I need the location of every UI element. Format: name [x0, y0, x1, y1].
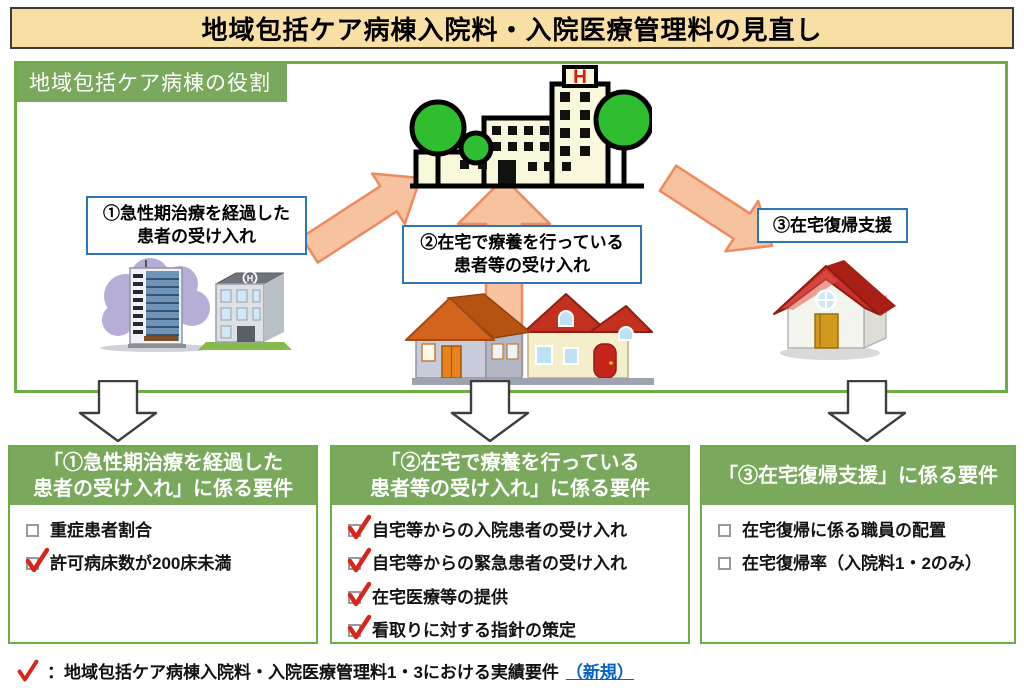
footnote-new-link[interactable]: （新規）	[565, 663, 634, 682]
checkbox-icon	[718, 524, 731, 537]
svg-text:H: H	[573, 67, 587, 88]
requirements-box-home-care-patients: 「②在宅で療養を行っている 患者等の受け入れ」に係る要件 自宅等からの入院患者の…	[330, 445, 690, 644]
checkbox-icon	[347, 581, 372, 606]
requirement-item: 許可病床数が200床未満	[25, 548, 308, 574]
requirement-item-label: 自宅等からの入院患者の受け入れ	[372, 521, 627, 540]
page-title: 地域包括ケア病棟入院料・入院医療管理料の見直し	[10, 7, 1014, 49]
footnote-text: ：地域包括ケア病棟入院料・入院医療管理料1・3における実績要件	[47, 663, 559, 682]
patient-homes-icon	[405, 293, 654, 385]
requirements-box-acute-patients: 「①急性期治療を経過した 患者の受け入れ」に係る要件 重症患者割合 許可病床数が…	[8, 445, 318, 644]
requirement-item: 自宅等からの入院患者の受け入れ	[347, 514, 680, 541]
checkbox-icon	[718, 557, 731, 571]
checkbox-icon	[347, 514, 372, 540]
hospital-icon: H	[409, 65, 652, 189]
requirements-list: 重症患者割合 許可病床数が200床未満	[10, 505, 316, 575]
down-arrow-icon	[450, 380, 530, 442]
red-check-icon	[347, 514, 372, 540]
page-title-text: 地域包括ケア病棟入院料・入院医療管理料の見直し	[201, 14, 823, 45]
requirement-item: 重症患者割合	[26, 521, 308, 541]
red-check-icon	[347, 581, 372, 606]
flow-box-home-care-patients: ②在宅で療養を行っている 患者等の受け入れ	[402, 225, 642, 284]
checkbox-icon	[25, 548, 50, 573]
role-panel-label: 地域包括ケア病棟の役割	[17, 64, 287, 102]
requirements-header: 「③在宅復帰支援」に係る要件	[702, 447, 1014, 505]
requirement-item: 看取りに対する指針の策定	[347, 614, 680, 641]
footnote: ：地域包括ケア病棟入院料・入院医療管理料1・3における実績要件 （新規）	[16, 658, 634, 683]
red-check-icon	[347, 548, 372, 573]
acute-hospital-buildings-icon: H	[100, 258, 292, 352]
requirement-item-label: 看取りに対する指針の策定	[372, 621, 576, 641]
red-check-icon	[25, 548, 50, 573]
requirement-item-label: 重症患者割合	[50, 521, 152, 540]
flow-box-home-return-support: ③在宅復帰支援	[757, 208, 908, 244]
checkbox-icon	[347, 548, 372, 573]
arrow-hospital-to-home-icon	[658, 164, 774, 253]
svg-text:H: H	[247, 274, 254, 284]
down-arrow-icon	[827, 380, 907, 442]
requirement-item: 在宅復帰率（入院料1・2のみ）	[718, 554, 1006, 574]
requirements-box-home-return-support: 「③在宅復帰支援」に係る要件 在宅復帰に係る職員の配置 在宅復帰率（入院料1・2…	[700, 445, 1016, 644]
flow-box-acute-patients: ①急性期治療を経過した 患者の受け入れ	[86, 196, 307, 255]
requirements-list: 在宅復帰に係る職員の配置 在宅復帰率（入院料1・2のみ）	[702, 505, 1014, 575]
requirement-item-label: 在宅復帰率（入院料1・2のみ）	[742, 554, 982, 574]
requirement-item-label: 自宅等からの緊急患者の受け入れ	[372, 554, 627, 574]
requirement-item-label: 在宅復帰に係る職員の配置	[742, 521, 946, 540]
red-check-icon	[17, 659, 39, 681]
arrow-acute-to-hospital-icon	[300, 172, 422, 264]
checkbox-icon	[347, 614, 372, 640]
requirements-list: 自宅等からの入院患者の受け入れ 自宅等からの緊急患者の受け入れ 在宅医療等の提供…	[332, 505, 688, 642]
requirements-header: 「②在宅で療養を行っている 患者等の受け入れ」に係る要件	[332, 447, 688, 505]
requirement-item-label: 在宅医療等の提供	[372, 587, 508, 607]
requirement-item-label: 許可病床数が200床未満	[50, 554, 232, 574]
red-roof-home-icon	[773, 260, 896, 360]
checkbox-icon	[26, 524, 39, 537]
down-arrow-icon	[78, 380, 158, 442]
requirement-item: 在宅復帰に係る職員の配置	[718, 521, 1006, 541]
requirement-item: 在宅医療等の提供	[347, 581, 680, 608]
requirement-item: 自宅等からの緊急患者の受け入れ	[347, 548, 680, 574]
requirements-header: 「①急性期治療を経過した 患者の受け入れ」に係る要件	[10, 447, 316, 505]
red-check-icon	[347, 614, 372, 640]
